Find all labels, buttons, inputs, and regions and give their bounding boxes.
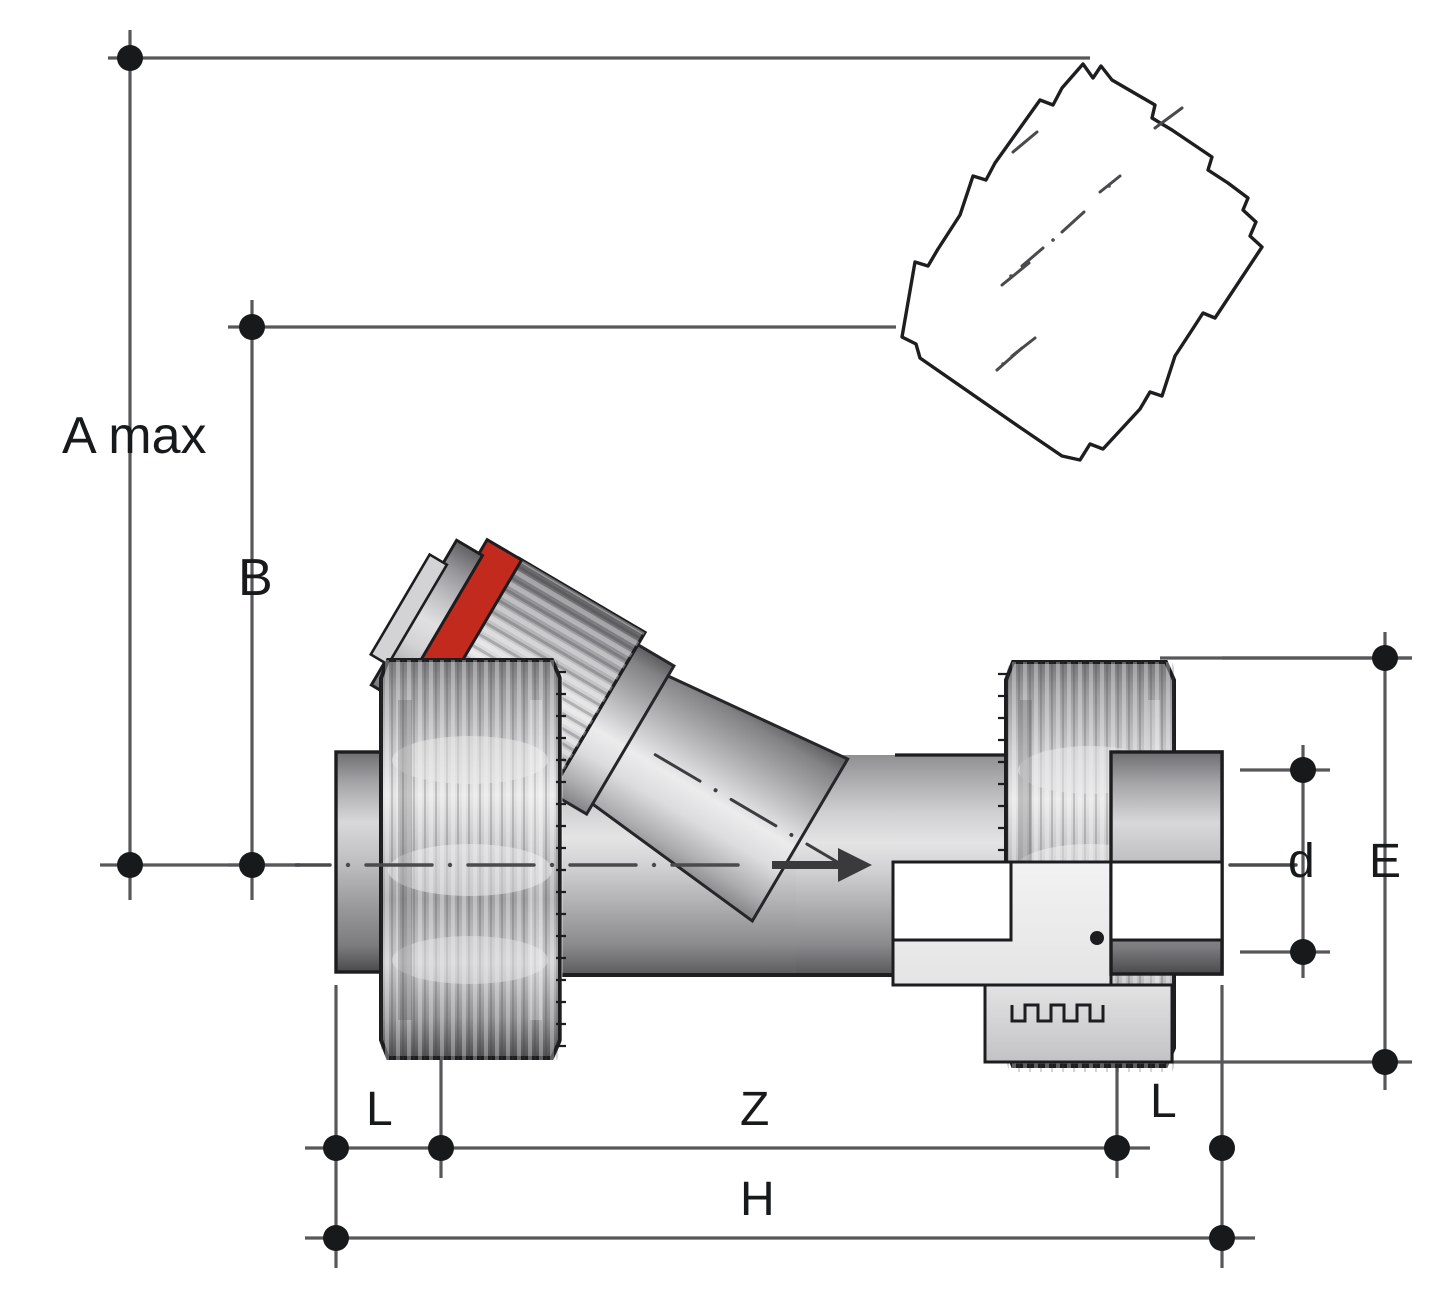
dim-dot-b-bottom bbox=[239, 852, 265, 878]
dim-dot-z-right bbox=[1104, 1135, 1130, 1161]
flow-direction-arrow bbox=[772, 848, 872, 882]
dim-dot-h-right bbox=[1209, 1225, 1235, 1251]
dim-dot-z-left bbox=[323, 1135, 349, 1161]
dim-label-z: Z bbox=[740, 1083, 770, 1136]
dim-label-l-right: L bbox=[1150, 1075, 1177, 1128]
dim-dot-e-bottom bbox=[1372, 1049, 1398, 1075]
dim-dot-d-top bbox=[1290, 757, 1316, 783]
dim-dot-l-left bbox=[428, 1135, 454, 1161]
axis-centerline bbox=[294, 862, 1298, 868]
right-union-nut bbox=[891, 660, 1224, 1072]
dim-label-a-max: A max bbox=[62, 407, 207, 465]
dim-label-l-left: L bbox=[366, 1083, 393, 1136]
dim-label-d: d bbox=[1288, 835, 1315, 888]
dim-dot-d-bottom bbox=[1290, 939, 1316, 965]
left-union-nut bbox=[334, 658, 566, 1060]
dim-label-b: B bbox=[238, 549, 273, 607]
dim-dot-l-right bbox=[1209, 1135, 1235, 1161]
dim-dot-h-left bbox=[323, 1225, 349, 1251]
dim-dot-a-bottom bbox=[117, 852, 143, 878]
dim-dot-e-top bbox=[1372, 645, 1398, 671]
dim-label-e: E bbox=[1369, 835, 1402, 888]
dimension-dots bbox=[117, 45, 1398, 1251]
handle-clearance-envelope bbox=[900, 62, 1264, 462]
dim-dot-a-top bbox=[117, 45, 143, 71]
dim-label-h: H bbox=[740, 1173, 775, 1226]
dim-dot-b-top bbox=[239, 314, 265, 340]
